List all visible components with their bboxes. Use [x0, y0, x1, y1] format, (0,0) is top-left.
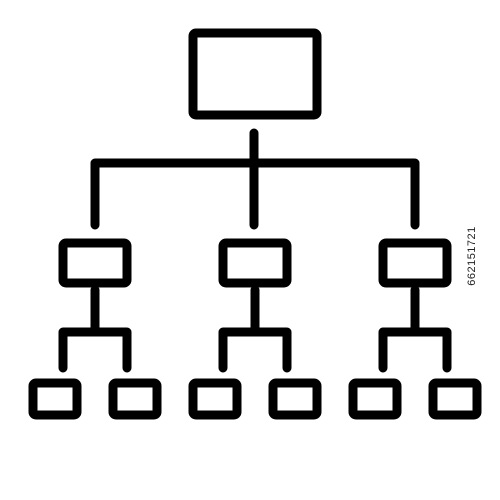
- branch-connector-left: [58, 285, 132, 373]
- leaf-node: [188, 378, 242, 420]
- branch-connector-right: [378, 285, 452, 373]
- connector-lines: [58, 128, 452, 373]
- branch-connector-middle: [218, 285, 292, 373]
- stock-id-label: 662151721: [466, 226, 478, 286]
- leaf-node: [428, 378, 482, 420]
- root-node: [188, 28, 322, 120]
- leaf-node: [348, 378, 402, 420]
- child-node-right: [378, 238, 452, 288]
- leaf-node: [108, 378, 162, 420]
- leaf-node: [268, 378, 322, 420]
- child-node-left: [58, 238, 132, 288]
- leaf-node: [28, 378, 82, 420]
- child-node-middle: [218, 238, 292, 288]
- root-connector: [90, 128, 420, 230]
